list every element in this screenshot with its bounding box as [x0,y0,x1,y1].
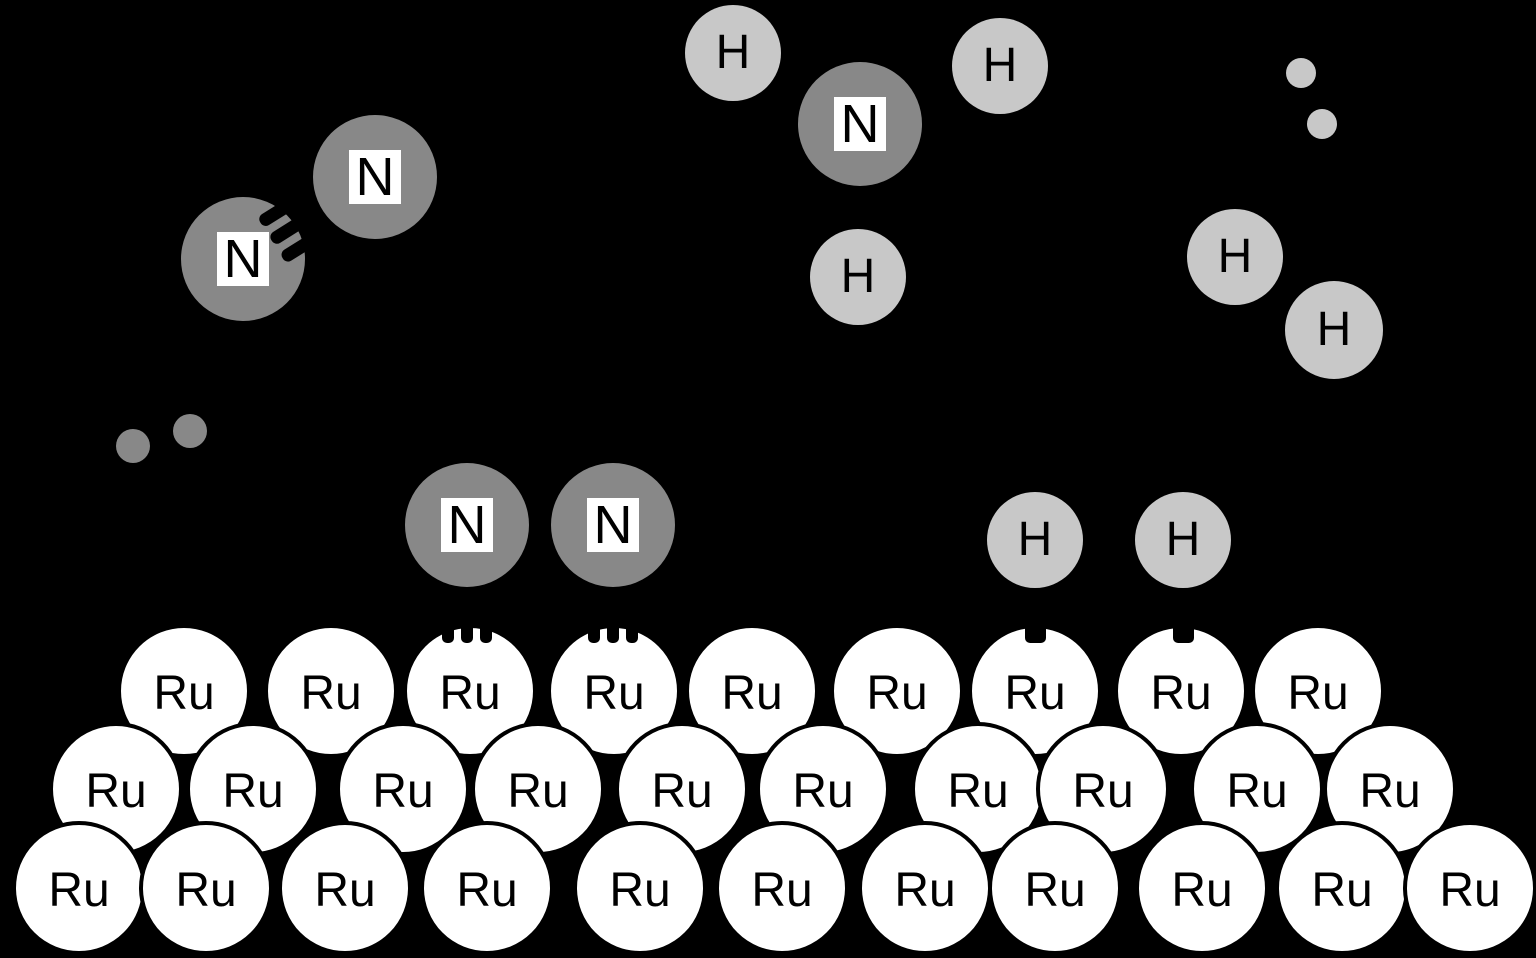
adsorption-bond-notch [461,624,473,643]
hydrogen-label: H [1165,513,1201,566]
nitrogen-atom: N [798,62,922,186]
ruthenium-label: Ru [1171,864,1233,917]
nitrogen-label-box: N [217,232,269,286]
adsorption-bond-notch [607,624,619,643]
ruthenium-label: Ru [792,765,854,818]
adsorption-bond-notch [442,624,454,643]
hydrogen-atom: H [810,229,906,325]
hydrogen-atom: H [685,5,781,101]
adsorption-bond-notch [588,624,600,643]
adsorption-bond-notch-set [1024,624,1046,643]
ruthenium-label: Ru [1150,667,1212,720]
ruthenium-atom: Ru [12,821,146,955]
nitrogen-atom: N [313,115,437,239]
nitrogen-atom: N [551,463,675,587]
ruthenium-label: Ru [153,667,215,720]
ruthenium-label: Ru [48,864,110,917]
hydrogen-atom: H [1285,281,1383,379]
small-light-dot [1307,109,1337,139]
nitrogen-label: N [447,495,487,555]
nitrogen-label: N [593,495,633,555]
ruthenium-label: Ru [721,667,783,720]
hydrogen-label: H [715,26,751,79]
ruthenium-atom: Ru [988,821,1122,955]
ruthenium-atom: Ru [420,821,554,955]
ruthenium-atom: Ru [1036,722,1170,856]
ruthenium-label: Ru [1287,667,1349,720]
ruthenium-label: Ru [439,667,501,720]
ruthenium-atom: Ru [1275,821,1409,955]
hydrogen-atom: H [1187,209,1283,305]
small-dark-dot [116,429,150,463]
ruthenium-label: Ru [372,765,434,818]
ruthenium-label: Ru [85,765,147,818]
ruthenium-atom: Ru [139,821,273,955]
ruthenium-label: Ru [1226,765,1288,818]
hydrogen-label: H [840,250,876,303]
ruthenium-label: Ru [609,864,671,917]
hydrogen-label: H [1017,513,1053,566]
adsorption-bond-notch [1172,624,1194,643]
adsorption-bond-notch-set [442,624,492,643]
hydrogen-label: H [982,39,1018,92]
small-light-dot [1286,58,1316,88]
adsorption-bond-notch [626,624,638,643]
hydrogen-atom: H [1135,492,1231,588]
ruthenium-label: Ru [1072,765,1134,818]
ruthenium-label: Ru [866,667,928,720]
nitrogen-atom: N [405,463,529,587]
hydrogen-label: H [1316,303,1352,356]
ruthenium-label: Ru [507,765,569,818]
ruthenium-label: Ru [1439,864,1501,917]
adsorption-bond-notch-set [588,624,638,643]
ruthenium-label: Ru [651,765,713,818]
ruthenium-label: Ru [456,864,518,917]
ruthenium-atom: Ru [1135,821,1269,955]
ruthenium-label: Ru [222,765,284,818]
nitrogen-label: N [223,229,263,289]
hydrogen-atom: H [987,492,1083,588]
ruthenium-label: Ru [314,864,376,917]
ruthenium-label: Ru [751,864,813,917]
ruthenium-label: Ru [947,765,1009,818]
ruthenium-atom: Ru [715,821,849,955]
ruthenium-label: Ru [300,667,362,720]
nitrogen-label-box: N [587,498,639,552]
nitrogen-label: N [840,94,880,154]
hydrogen-atom: H [952,18,1048,114]
adsorption-bond-notch [1024,624,1046,643]
ruthenium-label: Ru [583,667,645,720]
ruthenium-atom: Ru [858,821,992,955]
ruthenium-label: Ru [894,864,956,917]
ruthenium-label: Ru [1359,765,1421,818]
ruthenium-label: Ru [1004,667,1066,720]
hydrogen-label: H [1217,230,1253,283]
nitrogen-label: N [355,147,395,207]
nitrogen-label-box: N [834,97,886,151]
ruthenium-label: Ru [1024,864,1086,917]
ruthenium-atom: Ru [573,821,707,955]
ruthenium-atom: Ru [278,821,412,955]
ruthenium-label: Ru [1311,864,1373,917]
small-dark-dot [173,414,207,448]
adsorption-bond-notch-set [1172,624,1194,643]
adsorption-bond-notch [480,624,492,643]
ruthenium-atom: Ru [1403,821,1536,955]
nitrogen-label-box: N [441,498,493,552]
nitrogen-label-box: N [349,150,401,204]
ruthenium-label: Ru [175,864,237,917]
